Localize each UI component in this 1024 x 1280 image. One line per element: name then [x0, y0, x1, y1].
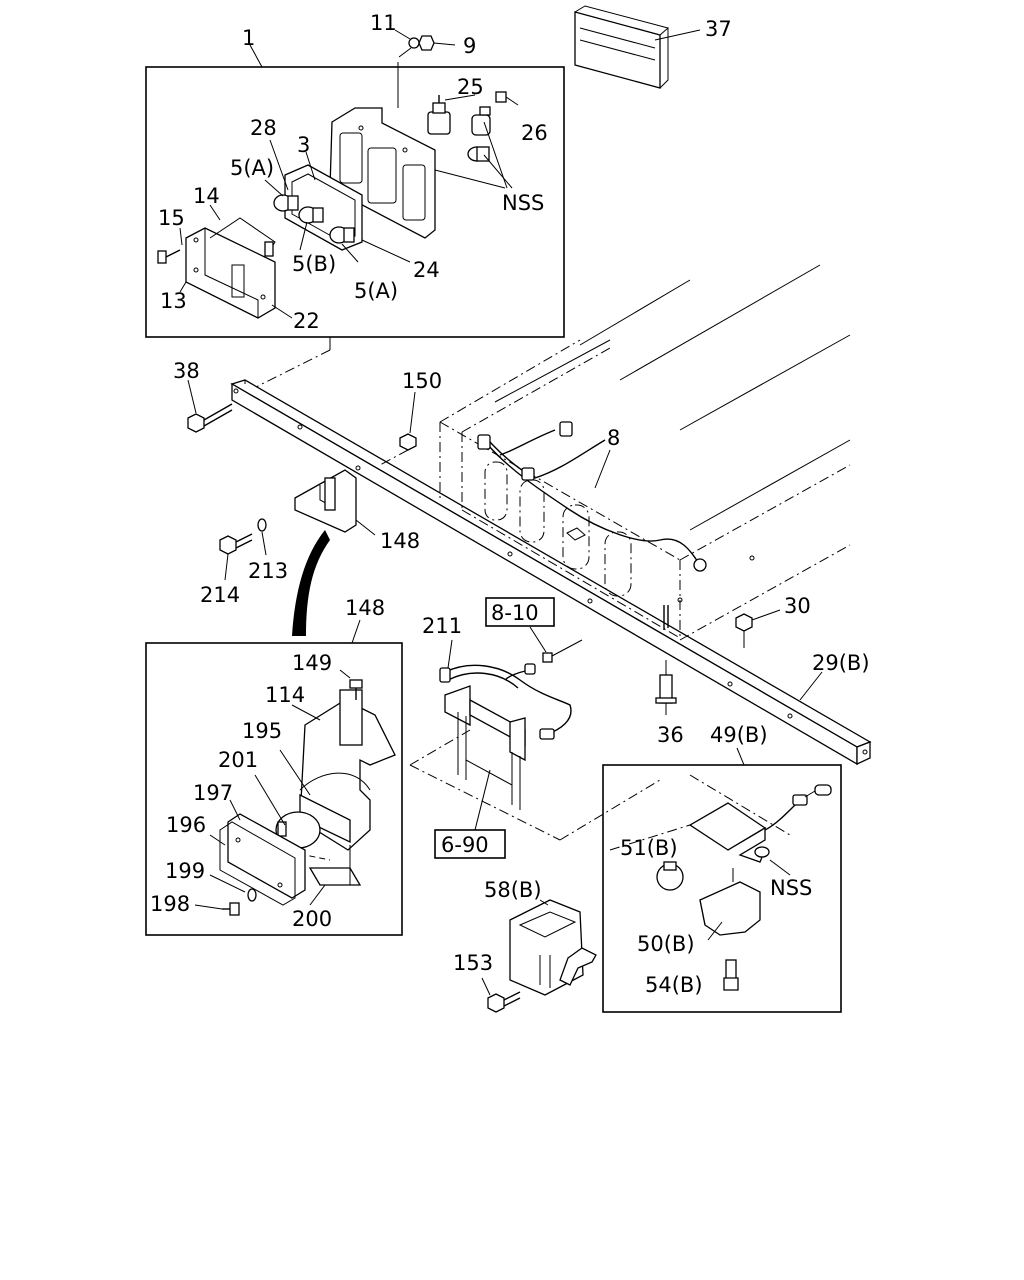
label-28: 28	[250, 116, 277, 140]
label-198: 198	[150, 892, 190, 916]
label-197: 197	[193, 781, 233, 805]
label-50b: 50(B)	[637, 932, 695, 956]
switch-25	[427, 95, 451, 135]
label-11: 11	[370, 11, 397, 35]
body-deck	[439, 264, 851, 641]
harness-8	[477, 421, 707, 572]
label-37: 37	[705, 17, 732, 41]
label-201: 201	[218, 748, 258, 772]
side-lamp-148	[294, 469, 376, 536]
screw-149	[339, 669, 363, 700]
bolt-36	[655, 660, 677, 715]
side-lamp-detail-box	[145, 619, 403, 936]
nut-150	[379, 391, 417, 466]
label-26: 26	[521, 121, 548, 145]
plate-lamp-49b	[609, 774, 832, 876]
bulb-51b	[656, 861, 684, 891]
nut-30	[735, 609, 781, 648]
bolt-214-washer-213	[219, 518, 267, 581]
label-51b: 51(B)	[620, 836, 678, 860]
label-8: 8	[607, 426, 620, 450]
assembly-1-box	[145, 44, 565, 391]
label-54b: 54(B)	[645, 973, 703, 997]
label-5a-top: 5(A)	[230, 156, 274, 180]
reference-arrow	[292, 530, 330, 636]
label-38: 38	[173, 359, 200, 383]
side-lamp-lens	[219, 813, 306, 906]
clip-26	[471, 91, 519, 136]
label-199: 199	[165, 859, 205, 883]
bulbs	[273, 194, 355, 244]
bolt-38	[187, 379, 233, 433]
crossmember-frame	[230, 379, 872, 766]
label-200: 200	[292, 907, 332, 931]
label-3: 3	[297, 133, 310, 157]
label-ref-6-90: 6-90	[441, 833, 489, 857]
label-22: 22	[293, 309, 320, 333]
assembly-49b-box	[602, 747, 842, 1013]
label-214: 214	[200, 583, 240, 607]
screw-198	[222, 888, 257, 916]
label-213: 213	[248, 559, 288, 583]
label-25: 25	[457, 75, 484, 99]
label-49b: 49(B)	[710, 723, 768, 747]
label-9: 9	[463, 34, 476, 58]
label-36: 36	[657, 723, 684, 747]
label-196: 196	[166, 813, 206, 837]
label-58b: 58(B)	[484, 878, 542, 902]
ref-box-8-10	[485, 597, 555, 627]
label-114: 114	[265, 683, 305, 707]
label-195: 195	[242, 719, 282, 743]
label-nss-bot: NSS	[770, 876, 812, 900]
side-lamp-housing	[275, 689, 396, 886]
label-150: 150	[402, 369, 442, 393]
callout-labels: 1 11 9 37 25 26 28 3 5(A) 14 15 NSS 5(B)…	[150, 11, 870, 997]
harness-211	[439, 626, 583, 740]
ref-box-6-90	[434, 829, 506, 859]
mount-bracket	[409, 685, 661, 841]
screw-54b	[723, 959, 739, 991]
connector-37	[574, 5, 701, 89]
label-153: 153	[453, 951, 493, 975]
label-1: 1	[242, 26, 255, 50]
label-ref-8-10: 8-10	[491, 601, 539, 625]
label-211: 211	[422, 614, 462, 638]
label-13: 13	[160, 289, 187, 313]
label-14: 14	[193, 184, 220, 208]
label-5b: 5(B)	[292, 252, 336, 276]
grommet-nss	[467, 146, 490, 162]
lamp-58b	[509, 899, 597, 996]
label-148-top: 148	[380, 529, 420, 553]
nut-washer	[394, 29, 456, 51]
lamp-lens	[185, 217, 276, 319]
label-29b: 29(B)	[812, 651, 870, 675]
label-15: 15	[158, 206, 185, 230]
box-148-leaders	[194, 704, 326, 910]
screw-15	[157, 249, 181, 264]
label-24: 24	[413, 258, 440, 282]
label-149: 149	[292, 651, 332, 675]
nss-leaders	[434, 121, 513, 189]
top-leaders	[179, 94, 476, 319]
label-5a-bot: 5(A)	[354, 279, 398, 303]
plate-bracket	[329, 47, 436, 239]
cover-50b	[699, 868, 761, 936]
label-30: 30	[784, 594, 811, 618]
label-nss-top: NSS	[502, 191, 544, 215]
label-148-box: 148	[345, 596, 385, 620]
bolt-153	[481, 977, 521, 1013]
